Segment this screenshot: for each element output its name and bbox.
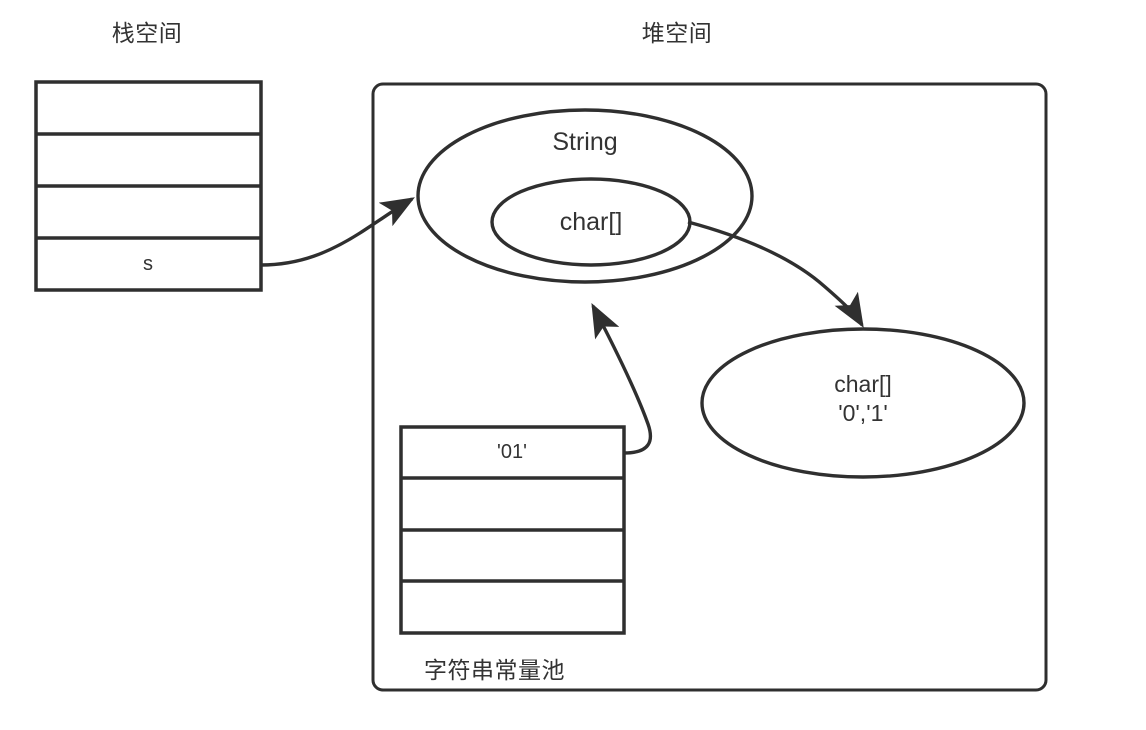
heap-region-box: [371, 82, 1048, 692]
new-char-array-ellipse: [700, 327, 1026, 479]
stack-frame-table: [34, 80, 263, 292]
inner-char-array-ellipse: [490, 177, 692, 267]
new-char-array-label-values: '0','1': [838, 400, 888, 426]
stack-region-title: 栈空间: [111, 20, 183, 46]
stack-row-s-value: s: [143, 253, 153, 275]
heap-region-title: 堆空间: [641, 20, 713, 46]
new-char-array-label-type: char[]: [834, 371, 892, 397]
string-constant-pool-caption: 字符串常量池: [424, 657, 565, 683]
string-constant-pool-table: [399, 425, 626, 635]
string-object-ellipse: [416, 108, 754, 284]
edge-s-to-string: [260, 197, 415, 267]
pool-row-01-value: '01': [497, 441, 527, 463]
edge-pool-to-string: [591, 302, 653, 455]
string-object-label: String: [552, 128, 618, 156]
edge-chararray-to-new-chararray: [687, 220, 864, 328]
inner-char-array-label: char[]: [559, 208, 623, 236]
